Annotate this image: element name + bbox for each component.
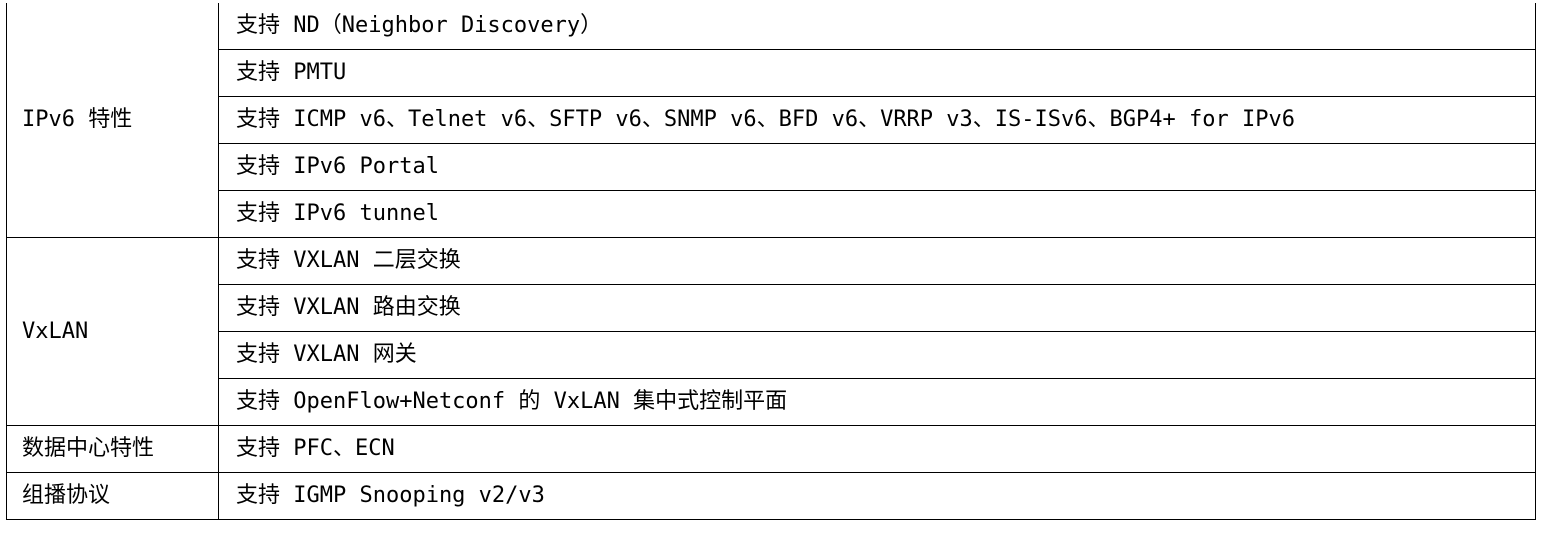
table-row: 支持 IPv6 Portal (7, 143, 1536, 191)
table-row: VxLAN 支持 VXLAN 二层交换 (6, 237, 1536, 426)
table-row: 支持 IPv6 tunnel (7, 190, 1536, 238)
table-row: 支持 ICMP v6、Telnet v6、SFTP v6、SNMP v6、BFD… (7, 96, 1536, 144)
feature-cell: 支持 ND（Neighbor Discovery） (218, 3, 1536, 50)
table-row: 数据中心特性 支持 PFC、ECN (6, 425, 1536, 473)
table-row: IPv6 特性 支持 ND（Neighbor Discovery） (6, 3, 1536, 238)
table-row: 支持 OpenFlow+Netconf 的 VxLAN 集中式控制平面 (7, 378, 1536, 426)
feature-cell: 支持 VXLAN 路由交换 (218, 284, 1536, 332)
category-cell-vxlan: VxLAN (6, 237, 219, 426)
table-row: 组播协议 支持 IGMP Snooping v2/v3 (6, 472, 1536, 520)
feature-cell: 支持 IGMP Snooping v2/v3 (218, 472, 1536, 520)
feature-cell: 支持 OpenFlow+Netconf 的 VxLAN 集中式控制平面 (218, 378, 1536, 426)
feature-cell: 支持 VXLAN 二层交换 (218, 237, 1536, 285)
category-cell-ipv6: IPv6 特性 (6, 3, 219, 238)
feature-cell: 支持 PMTU (218, 49, 1536, 97)
table-row: 支持 PMTU (7, 49, 1536, 97)
category-cell-datacenter: 数据中心特性 (6, 425, 219, 473)
feature-cell: 支持 IPv6 Portal (218, 143, 1536, 191)
feature-cell: 支持 PFC、ECN (218, 425, 1536, 473)
category-cell-multicast: 组播协议 (6, 472, 219, 520)
feature-spec-table: IPv6 特性 支持 ND（Neighbor Discovery） 支持 PMT… (6, 3, 1536, 520)
feature-cell: 支持 IPv6 tunnel (218, 190, 1536, 238)
feature-cell: 支持 ICMP v6、Telnet v6、SFTP v6、SNMP v6、BFD… (218, 96, 1536, 144)
table-row: 支持 VXLAN 网关 (7, 331, 1536, 379)
table-row: 支持 VXLAN 路由交换 (7, 284, 1536, 332)
feature-cell: 支持 VXLAN 网关 (218, 331, 1536, 379)
